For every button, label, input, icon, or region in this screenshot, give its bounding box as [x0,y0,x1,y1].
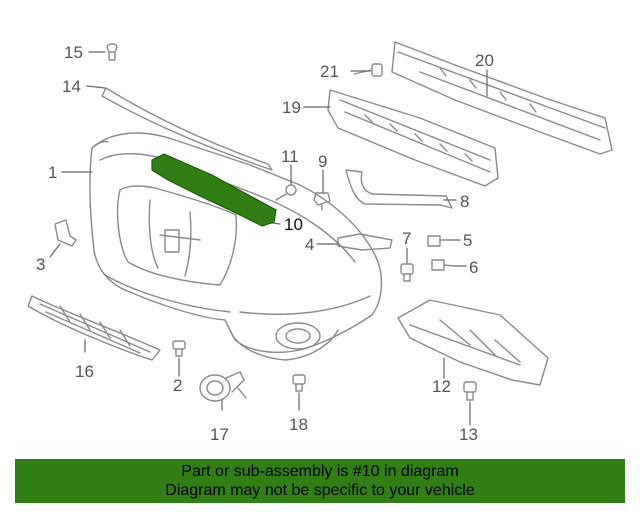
guide-part-4 [337,233,393,251]
bumper-cover-part-1 [89,132,383,361]
callout-13: 13 [459,425,478,444]
bracket-part-3 [54,219,77,247]
callout-20: 20 [475,51,494,70]
callout-18: 18 [289,415,308,434]
bolt-part-6 [431,259,455,271]
callout-17: 17 [210,425,229,444]
bolt-part-21 [353,63,383,77]
bolt-part-18 [292,374,306,392]
callout-5: 5 [463,231,472,250]
callout-9: 9 [318,152,327,171]
banner-line-2: Diagram may not be specific to your vehi… [165,482,475,499]
callout-12: 12 [432,377,451,396]
callout-4: 4 [305,235,314,254]
callout-6: 6 [469,258,478,277]
callout-2: 2 [173,376,182,395]
screw-part-11 [275,184,297,201]
bolt-part-5 [427,235,451,247]
clip-part-15 [106,43,118,61]
bumper-bracket-part-10-highlighted [151,153,277,227]
clip-part-7 [400,263,414,282]
banner-line-1: Part or sub-assembly is #10 in diagram [181,463,459,480]
fog-lamp-part-17 [199,371,247,402]
callout-16: 16 [75,362,94,381]
under-cover-part-12 [397,299,549,386]
bolt-part-13 [463,381,477,401]
callout-15: 15 [64,43,83,62]
energy-absorber-part-19 [327,89,499,187]
callout-7: 7 [402,229,411,248]
upper-trim-strip-part-14 [101,87,273,171]
callout-3: 3 [36,255,45,274]
callout-21: 21 [320,62,339,81]
callout-8: 8 [460,192,469,211]
callout-10: 10 [284,215,303,234]
leader-lines [49,51,488,426]
bolt-part-9 [313,192,331,211]
side-bracket-part-8 [345,169,453,209]
callout-1: 1 [48,163,57,182]
info-banner: Part or sub-assembly is #10 in diagram D… [15,459,625,503]
callout-14: 14 [62,77,81,96]
push-clip-part-2 [172,340,186,357]
lower-grille-part-16 [27,295,161,361]
callout-19: 19 [282,98,301,117]
reinforcement-beam-part-20 [391,41,613,155]
callout-11: 11 [281,147,299,166]
